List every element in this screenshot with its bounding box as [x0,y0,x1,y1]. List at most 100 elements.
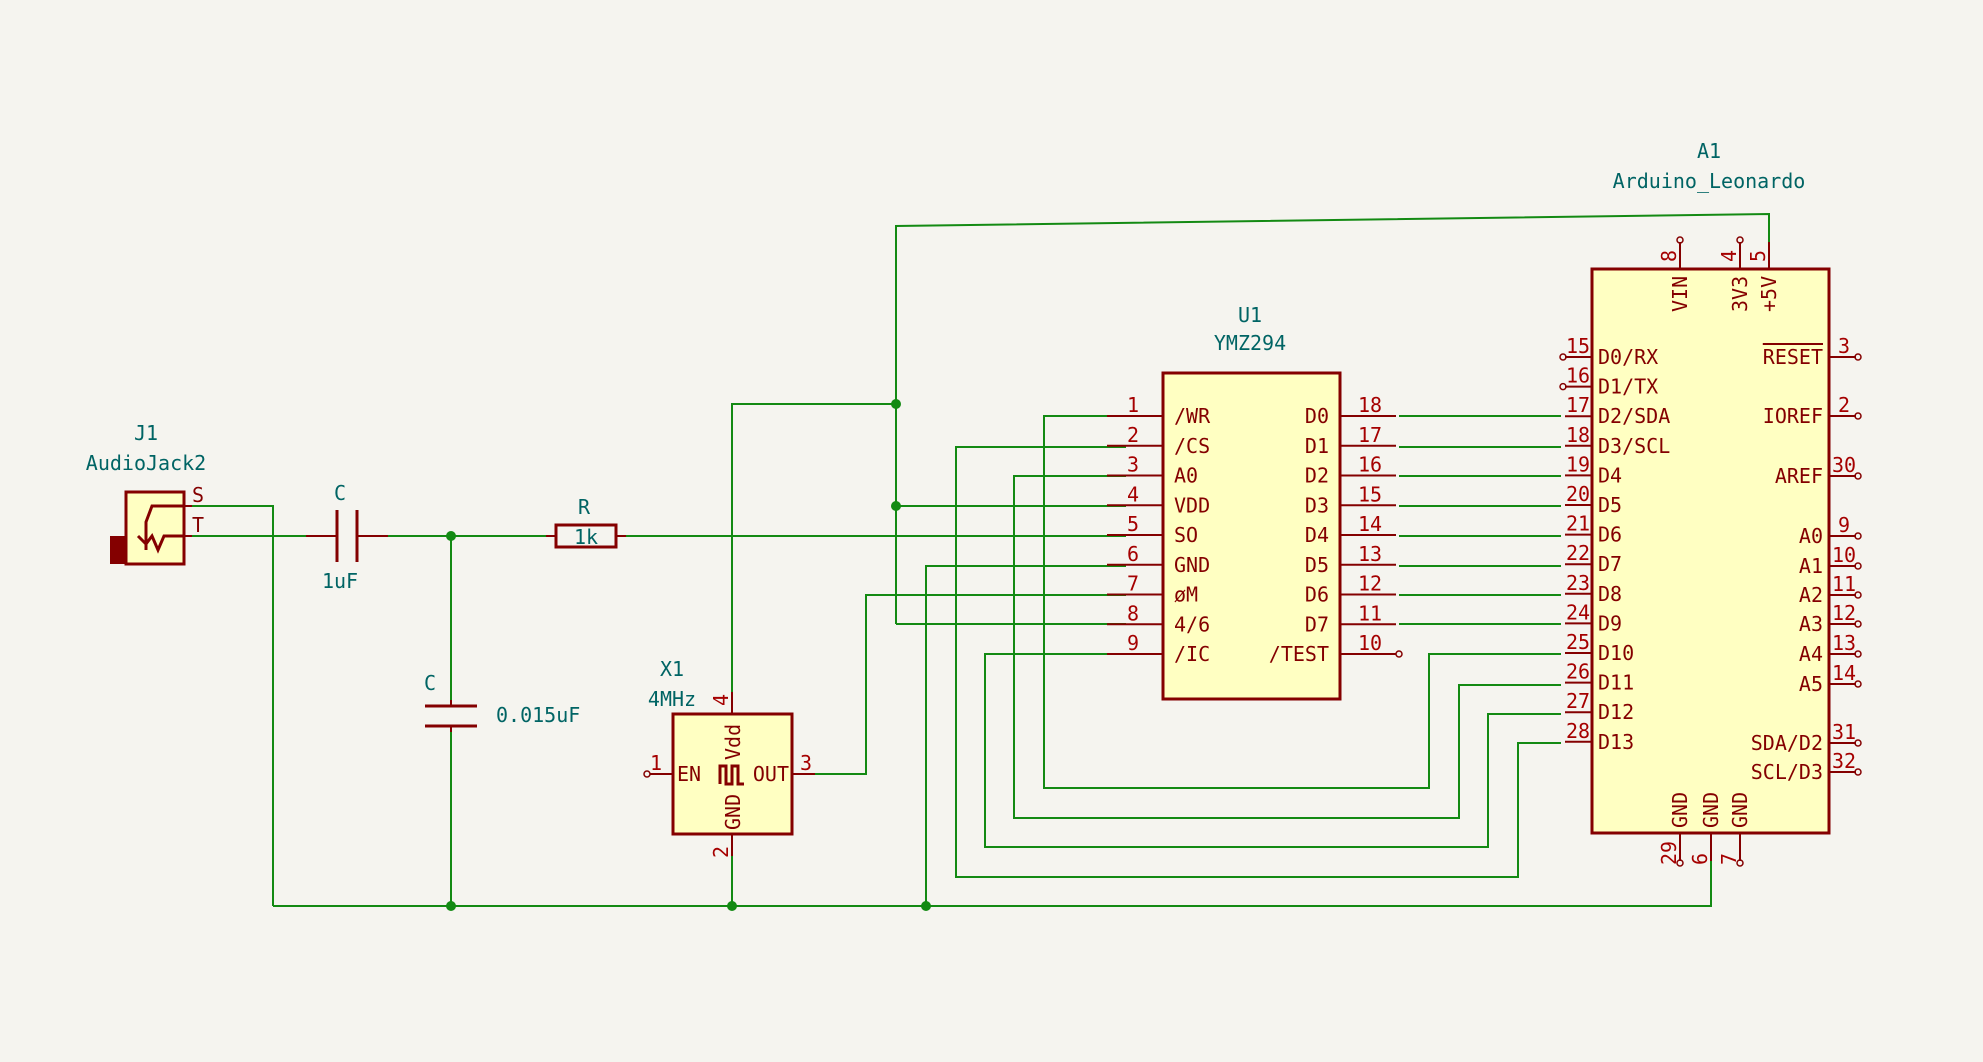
a1-pin-name: GND [1728,792,1752,828]
a1-pin-num: 29 [1657,841,1681,865]
a1-pin-name: GND [1699,792,1723,828]
a1-pin-name: A0 [1799,524,1823,548]
oscillator-x1[interactable]: X1 4MHz 1 EN 3 OUT 4 Vdd 2 GND [643,657,815,858]
a1-pin-num: 13 [1832,631,1856,655]
x1-clock-icon [718,764,744,786]
a1-pin-name: VIN [1668,276,1692,312]
a1-pin-name: D6 [1598,523,1622,547]
x1-pin-gnd-num: 2 [709,846,733,858]
a1-pin-name: A1 [1799,554,1823,578]
a1-pin-name: GND [1668,792,1692,828]
a1-pin-name: D12 [1598,700,1634,724]
a1-pin-num: 12 [1832,601,1856,625]
u1-pin-name: GND [1174,553,1210,577]
u1-pin-num: 8 [1127,601,1139,625]
j1-value: AudioJack2 [86,451,206,475]
capacitor-c1[interactable]: C 1uF [306,481,388,593]
a1-pin-name: D5 [1598,493,1622,517]
u1-pin-num: 4 [1127,482,1139,506]
audio-jack-j1[interactable]: J1 AudioJack2 S T [86,421,206,566]
u1-pin-num: 16 [1358,453,1382,477]
j1-pin-s: S [192,483,204,507]
u1-pin-num: 9 [1127,631,1139,655]
a1-pin-name: A4 [1799,642,1823,666]
u1-pin-num: 18 [1358,393,1382,417]
a1-pin-name: D13 [1598,730,1634,754]
c2-ref: C [424,671,436,695]
a1-pin-num: 32 [1832,749,1856,773]
a1-pin-num: 18 [1566,423,1590,447]
u1-pin-num: 10 [1358,631,1382,655]
a1-pin-name: D7 [1598,552,1622,576]
a1-pin-name: SCL/D3 [1751,760,1823,784]
a1-pin-num: 6 [1688,853,1712,865]
a1-right-pins: 3RESET2IOREF30AREF9A010A111A212A313A414A… [1751,334,1862,784]
a1-pin-num: 20 [1566,482,1590,506]
a1-pin-name: SDA/D2 [1751,731,1823,755]
a1-pin-name: A2 [1799,583,1823,607]
a1-value: Arduino_Leonardo [1613,169,1806,193]
a1-pin-num: 19 [1566,452,1590,476]
u1-pin-name: D1 [1305,434,1329,458]
a1-pin-num: 15 [1566,334,1590,358]
a1-pin-num: 31 [1832,720,1856,744]
a1-pin-name: IOREF [1763,404,1823,428]
a1-pin-name: A5 [1799,672,1823,696]
u1-pin-name: D7 [1305,612,1329,636]
a1-pin-num: 2 [1838,393,1850,417]
x1-pin-vdd-name: Vdd [721,724,745,760]
a1-pin-name: AREF [1775,464,1823,488]
r1-value: 1k [574,525,598,549]
junctions [446,399,931,911]
u1-pin-num: 11 [1358,601,1382,625]
x1-pin-en-num: 1 [650,751,662,775]
resistor-r1[interactable]: R 1k [546,495,626,549]
a1-pin-num: 5 [1746,250,1770,262]
c1-ref: C [334,481,346,505]
u1-pin-num: 7 [1127,572,1139,596]
a1-pin-num: 23 [1566,571,1590,595]
a1-bottom-pins: 29 GND 6 GND 7 GND [1657,792,1752,867]
a1-pin-num: 26 [1566,660,1590,684]
u1-pin-name: SO [1174,523,1198,547]
u1-pin-name: /TEST [1269,642,1329,666]
a1-pin-num: 11 [1832,572,1856,596]
a1-pin-name: D1/TX [1598,375,1658,399]
j1-ref: J1 [134,421,158,445]
u1-pin-num: 3 [1127,453,1139,477]
a1-pin-name: RESET [1763,345,1823,369]
x1-value: 4MHz [648,687,696,711]
capacitor-c2[interactable]: C 0.015uF [424,671,580,732]
a1-pin-num: 28 [1566,719,1590,743]
a1-pin-num: 8 [1657,250,1681,262]
u1-pin-name: /IC [1174,642,1210,666]
x1-pin-out-name: OUT [753,762,789,786]
a1-pin-name: D3/SCL [1598,434,1670,458]
u1-pin-num: 2 [1127,423,1139,447]
x1-pin-vdd-num: 4 [709,694,733,706]
u1-pin-name: D4 [1305,523,1329,547]
a1-ref: A1 [1697,139,1721,163]
a1-pin-name: D10 [1598,641,1634,665]
c2-value: 0.015uF [496,703,580,727]
u1-pin-name: D5 [1305,553,1329,577]
a1-pin-num: 30 [1832,453,1856,477]
a1-pin-name: 3V3 [1728,276,1752,312]
a1-pin-name: D11 [1598,671,1634,695]
x1-ref: X1 [660,657,684,681]
u1-pin-num: 1 [1127,393,1139,417]
a1-pin-num: 7 [1717,853,1741,865]
x1-pin-gnd-name: GND [721,794,745,830]
u1-pin-num: 17 [1358,423,1382,447]
u1-pin-name: 4/6 [1174,612,1210,636]
u1-pin-num: 12 [1358,572,1382,596]
r1-ref: R [578,495,591,519]
a1-pin-num: 22 [1566,541,1590,565]
j1-sleeve-icon [110,536,126,564]
a1-pin-name: D8 [1598,582,1622,606]
u1-pin-num: 14 [1358,512,1382,536]
